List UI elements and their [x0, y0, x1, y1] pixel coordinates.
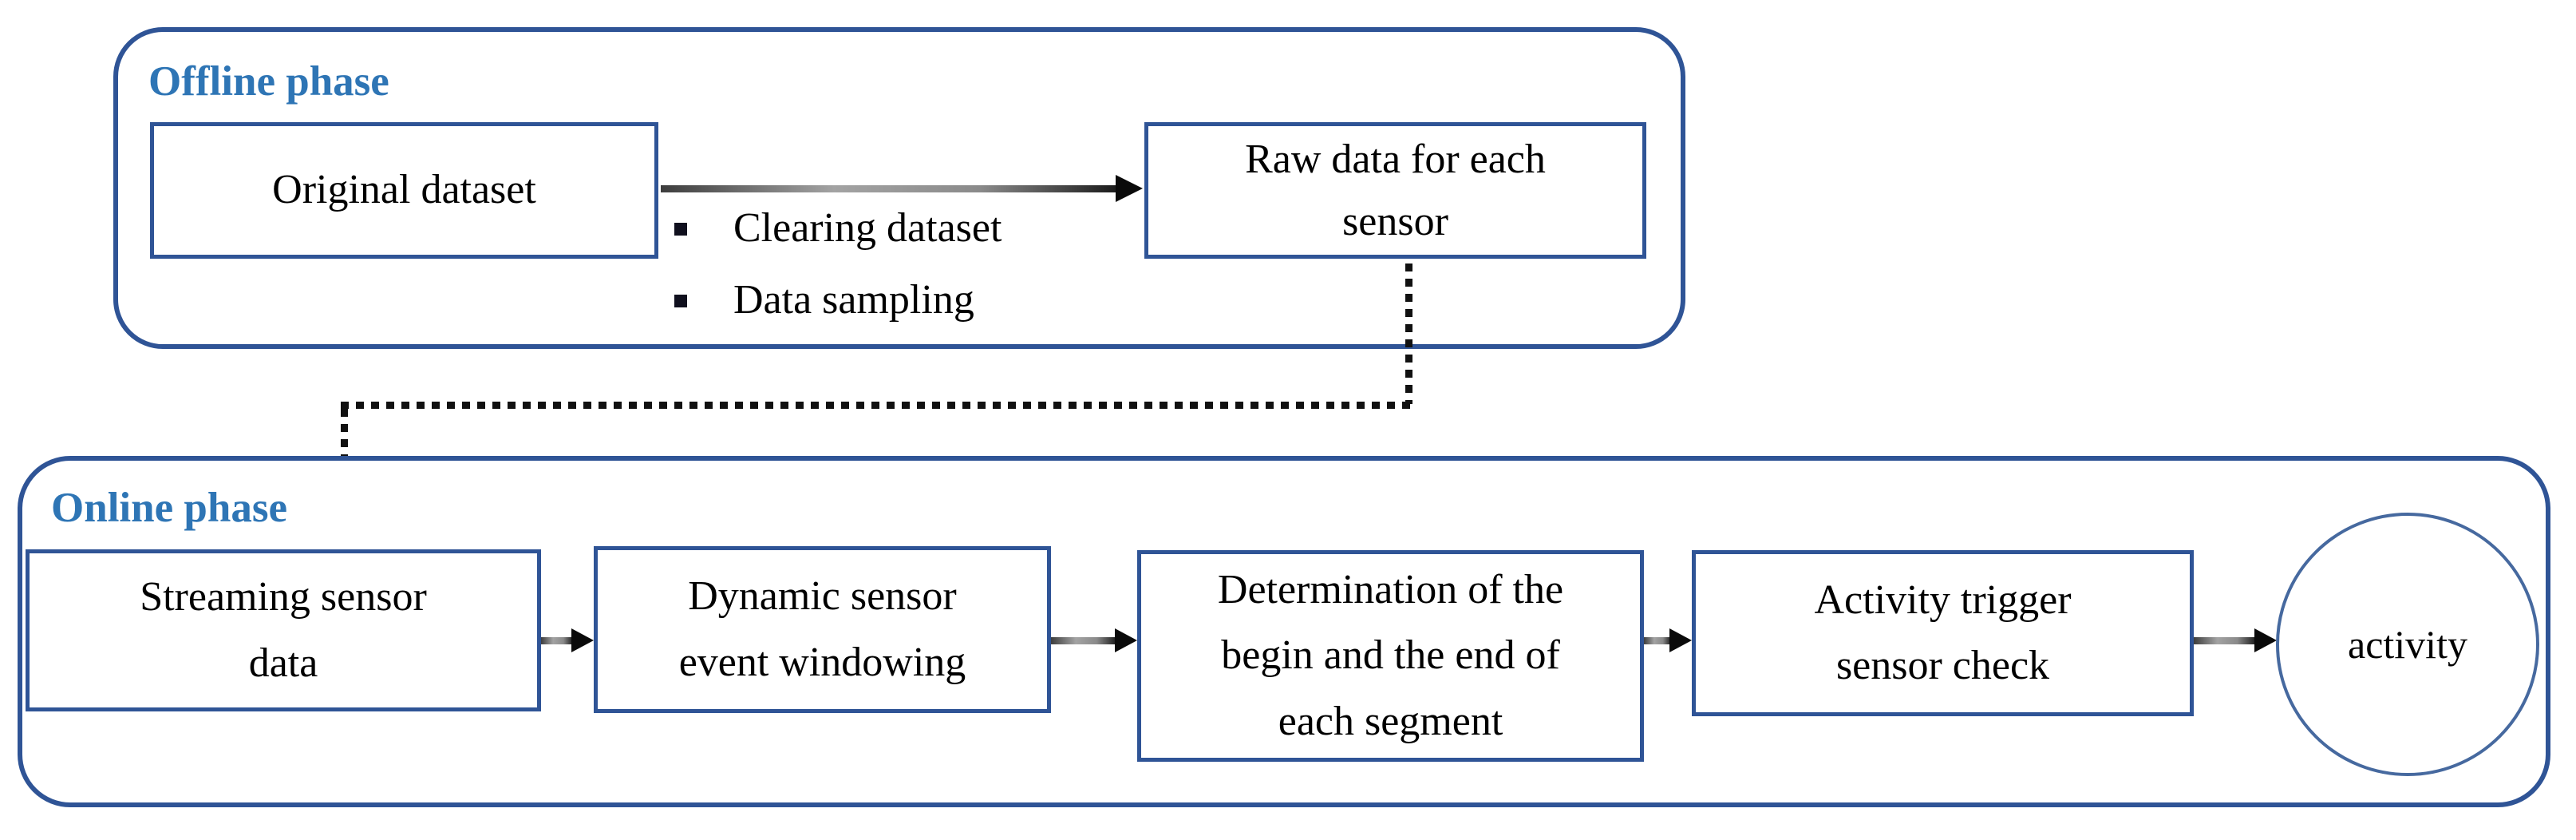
segmentation-line-1: Determination of the — [1217, 567, 1564, 613]
activity-circle: activity — [2276, 513, 2539, 776]
trigger-line-1: Activity trigger — [1814, 577, 2072, 623]
online-arrow-1-head-icon — [571, 628, 594, 652]
online-arrow-4-line — [2194, 637, 2256, 644]
segmentation-line-3: each segment — [1278, 698, 1503, 744]
streaming-sensor-data-box: Streaming sensor data — [26, 549, 541, 711]
bullet-item-sampling: Data sampling — [674, 273, 974, 327]
bullet-square-icon — [674, 223, 687, 236]
online-arrow-4-head-icon — [2254, 628, 2277, 652]
streaming-line-1: Streaming sensor — [140, 574, 427, 620]
original-dataset-box: Original dataset — [150, 122, 658, 259]
segmentation-line-2: begin and the end of — [1221, 632, 1560, 679]
windowing-line-1: Dynamic sensor — [688, 573, 957, 620]
bullet-label: Clearing dataset — [733, 205, 1002, 251]
offline-phase-label: Offline phase — [148, 58, 389, 105]
raw-data-line-2: sensor — [1342, 198, 1448, 244]
trigger-line-2: sensor check — [1835, 643, 2050, 688]
online-phase-label: Online phase — [51, 485, 288, 531]
segment-determination-box: Determination of the begin and the end o… — [1137, 550, 1644, 762]
bullet-label: Data sampling — [733, 277, 974, 323]
bullet-item-clearing: Clearing dataset — [674, 201, 1002, 256]
online-arrow-2-head-icon — [1115, 628, 1137, 652]
windowing-line-2: event windowing — [678, 639, 966, 685]
activity-circle-label: activity — [2348, 622, 2467, 667]
dotted-connector-down-segment — [1405, 263, 1412, 404]
dotted-connector-horizontal-segment — [341, 402, 1412, 409]
dynamic-windowing-box: Dynamic sensor event windowing — [594, 546, 1051, 713]
raw-data-line-1: Raw data for each — [1245, 136, 1546, 182]
original-dataset-label: Original dataset — [272, 167, 536, 213]
raw-data-box: Raw data for each sensor — [1144, 122, 1646, 259]
online-arrow-2-line — [1051, 637, 1116, 644]
activity-trigger-box: Activity trigger sensor check — [1692, 550, 2194, 716]
bullet-square-icon — [674, 295, 687, 307]
online-arrow-1-line — [541, 637, 573, 644]
online-arrow-3-line — [1644, 637, 1671, 644]
offline-arrow-line — [661, 185, 1117, 192]
offline-arrow-head-icon — [1116, 175, 1143, 202]
online-arrow-3-head-icon — [1669, 628, 1692, 652]
streaming-line-2: data — [248, 640, 318, 686]
